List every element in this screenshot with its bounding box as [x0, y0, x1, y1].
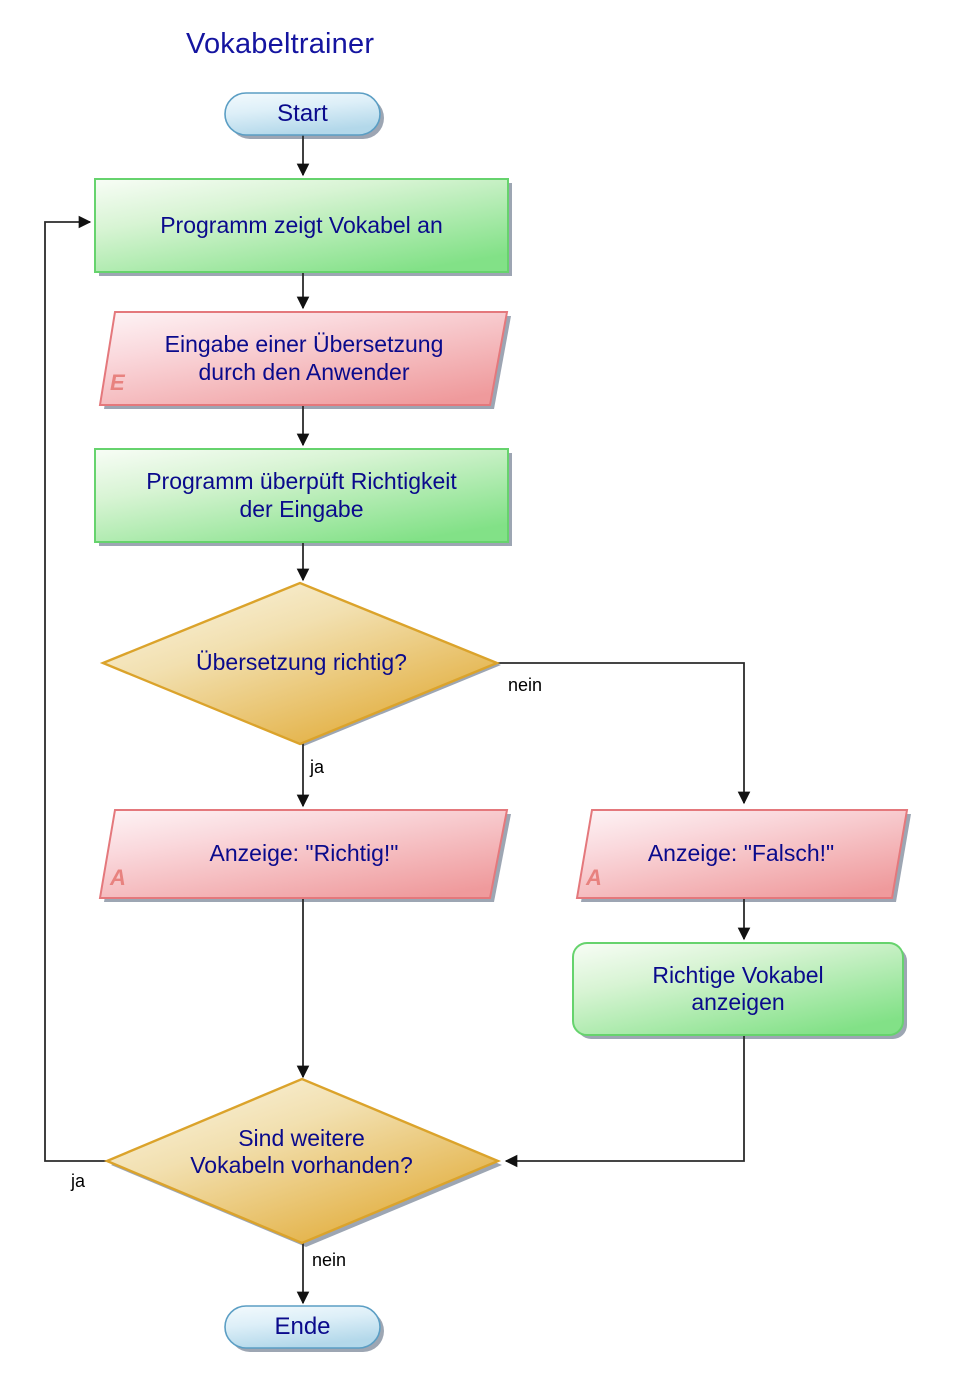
- node-out-right-marker: A: [110, 865, 126, 890]
- node-correct-decision-shape[interactable]: [99, 581, 501, 746]
- node-more-decision-shape[interactable]: [103, 1077, 502, 1245]
- node-end-shape[interactable]: [224, 1305, 381, 1349]
- edge-label-more-nein: nein: [312, 1250, 347, 1270]
- node-show-right-shape[interactable]: [572, 942, 904, 1036]
- edge-decision-nein-to-wrong: [498, 662, 751, 805]
- node-out-wrong-shape[interactable]: [575, 809, 909, 899]
- edge-more-ja-loop-to-show: [44, 215, 106, 1162]
- node-input-marker: E: [110, 370, 125, 395]
- edge-label-more-ja: ja: [71, 1171, 86, 1191]
- node-out-right-shape[interactable]: [98, 809, 509, 899]
- edge-showright-to-more: [504, 1035, 745, 1168]
- node-show-shape[interactable]: [94, 178, 509, 273]
- page-title: Vokabeltrainer: [186, 28, 375, 60]
- connector-lines: [44, 135, 751, 1305]
- node-start-shape[interactable]: [224, 92, 381, 136]
- edge-label-correct-nein: nein: [508, 675, 543, 695]
- edge-label-correct-ja: ja: [310, 757, 325, 777]
- node-check-shape[interactable]: [94, 448, 509, 543]
- node-input-shape[interactable]: [98, 311, 509, 406]
- node-out-wrong-marker: A: [586, 865, 602, 890]
